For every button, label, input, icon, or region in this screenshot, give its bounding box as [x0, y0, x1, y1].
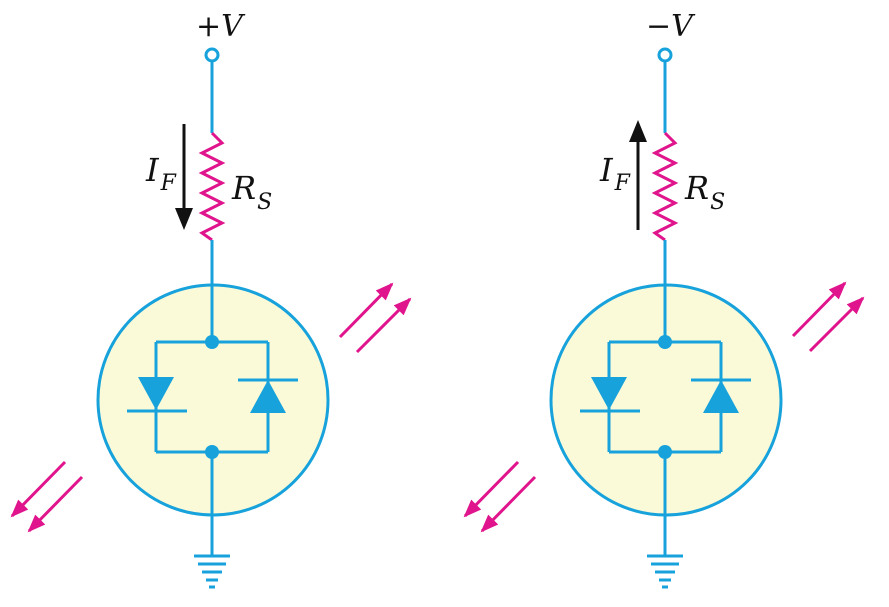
resistor-icon — [198, 131, 226, 242]
light-emission-arrow-icon — [791, 281, 865, 353]
circuit-positive: +V IF RS — [10, 9, 412, 589]
light-emission-arrow-icon — [10, 460, 84, 533]
ground-icon — [647, 554, 683, 589]
circuit-negative: −V IF RS — [463, 9, 865, 589]
terminal-icon — [204, 47, 220, 63]
terminal-icon — [657, 47, 673, 63]
resistor-label: RS — [684, 169, 725, 215]
diode-icon — [238, 378, 298, 413]
resistor-icon — [651, 131, 679, 242]
current-label: IF — [145, 151, 177, 196]
supply-label: −V — [646, 9, 696, 44]
ground-icon — [194, 554, 230, 589]
light-emission-arrow-icon — [463, 460, 537, 533]
current-arrow-icon — [175, 124, 193, 230]
current-label: IF — [599, 151, 631, 196]
diode-icon — [580, 377, 640, 413]
diode-icon — [127, 377, 187, 413]
light-emission-arrow-icon — [338, 282, 412, 354]
bicolor-led-icon — [96, 283, 330, 517]
diode-icon — [691, 378, 751, 413]
resistor-label: RS — [231, 169, 272, 215]
current-arrow-icon — [629, 120, 647, 230]
supply-label: +V — [196, 9, 246, 44]
